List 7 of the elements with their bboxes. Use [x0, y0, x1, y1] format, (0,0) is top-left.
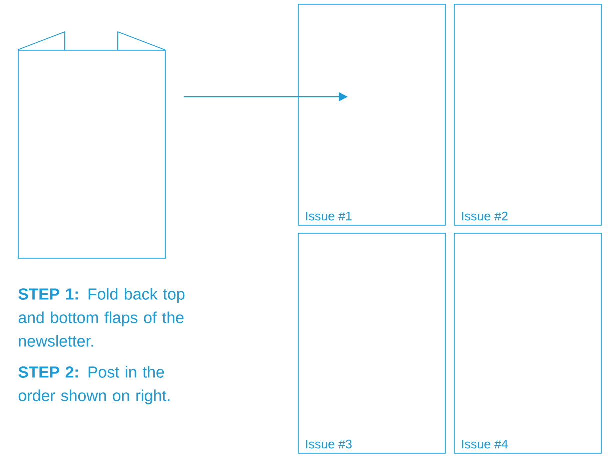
issue-panel: Issue #3	[298, 233, 446, 454]
step-instruction: STEP 2: Post in the order shown on right.	[18, 366, 170, 405]
issue-panel: Issue #4	[454, 233, 602, 454]
issue-panel: Issue #2	[454, 4, 602, 226]
step-instruction: STEP 1: Fold back top and bottom flaps of the newsletter.	[18, 288, 185, 347]
issue-panel: Issue #1	[298, 4, 446, 226]
folded-newsletter-drawing	[18, 32, 166, 259]
